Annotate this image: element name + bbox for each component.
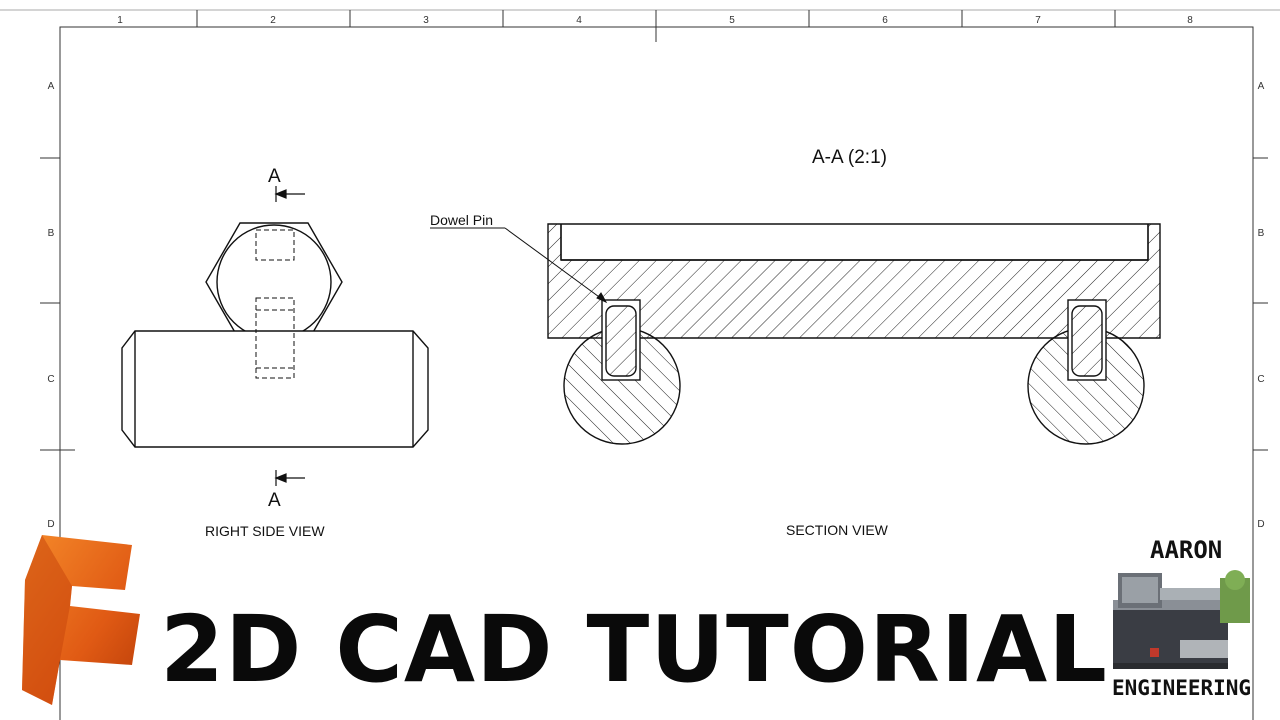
dowel-pin-leader	[430, 227, 608, 304]
row-label: D	[47, 519, 54, 530]
fusion-logo-icon	[22, 535, 140, 705]
column-label: 7	[1035, 15, 1041, 26]
brand-name-top: AARON	[1150, 536, 1223, 564]
right-view-title: RIGHT SIDE VIEW	[205, 523, 325, 539]
row-label: B	[48, 228, 55, 239]
column-label: 4	[576, 15, 582, 26]
right-side-view	[121, 186, 429, 486]
lathe-machine-icon	[1113, 570, 1250, 669]
column-label: 6	[882, 15, 888, 26]
row-label: D	[1257, 519, 1264, 530]
tutorial-title: 2D CAD TUTORIAL	[160, 596, 1108, 703]
column-label: 2	[270, 15, 276, 26]
section-header: A-A (2:1)	[812, 147, 887, 168]
column-ticks	[196, 10, 1116, 42]
section-view	[430, 223, 1161, 445]
column-label: 3	[423, 15, 429, 26]
section-mark-bottom: A	[268, 490, 281, 511]
row-label: A	[48, 81, 55, 92]
row-label: C	[1257, 374, 1264, 385]
column-labels: 1 2 3 4 5 6 7 8	[117, 15, 1193, 26]
section-arrow-bottom	[274, 470, 305, 486]
column-label: 8	[1187, 15, 1193, 26]
row-label: C	[47, 374, 54, 385]
left-dowel-pin	[605, 305, 637, 377]
column-label: 1	[117, 15, 123, 26]
row-label: A	[1258, 81, 1265, 92]
column-label: 5	[729, 15, 735, 26]
row-label: B	[1258, 228, 1265, 239]
right-dowel-pin	[1071, 305, 1103, 377]
section-arrow-top	[274, 186, 305, 202]
section-mark-top: A	[268, 166, 281, 187]
row-labels: A B C D A B C D	[47, 81, 1264, 530]
rod-body	[121, 330, 429, 448]
dowel-pin-callout: Dowel Pin	[430, 212, 493, 228]
row-ticks	[40, 157, 1268, 451]
hex-nut	[205, 222, 343, 342]
brand-name-bottom: ENGINEERING	[1112, 676, 1252, 700]
section-view-title: SECTION VIEW	[786, 522, 889, 538]
nut-circle	[216, 224, 332, 340]
